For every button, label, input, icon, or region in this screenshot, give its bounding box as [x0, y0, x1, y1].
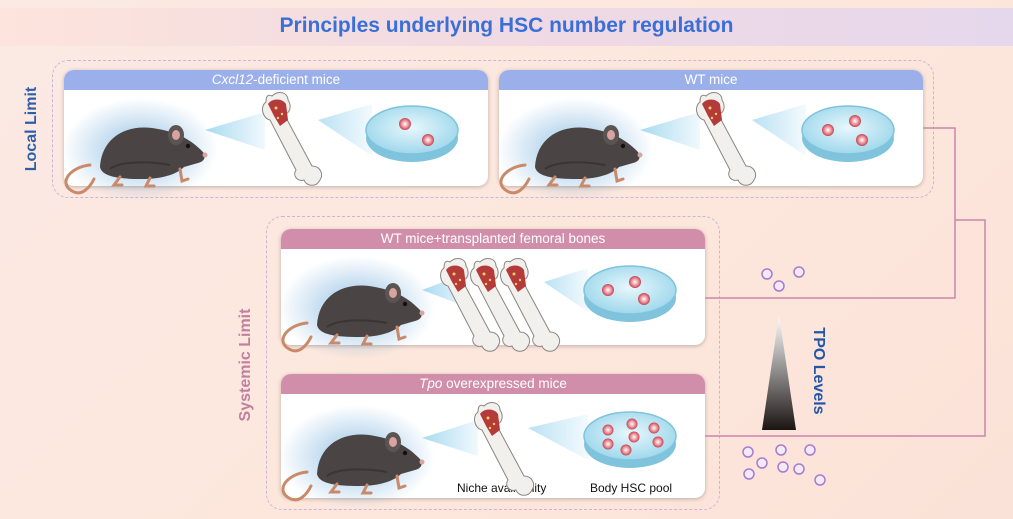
systemic-limit-group — [266, 216, 720, 510]
panel-header: WT mice — [499, 70, 923, 90]
panel-header: Tpo overexpressed mice — [281, 374, 705, 394]
panel-title-rest: -deficient mice — [253, 72, 341, 87]
body-hsc-pool-caption: Body HSC pool — [590, 481, 673, 495]
page-title: Principles underlying HSC number regulat… — [279, 14, 734, 37]
panel-header: Cxcl12-deficient mice — [64, 70, 488, 90]
local-limit-group — [52, 60, 934, 198]
title-banner — [0, 8, 1013, 46]
gene-name-tpo: Tpo — [419, 376, 443, 391]
gene-name-cxcl12: Cxcl12 — [211, 72, 254, 87]
panel-header: WT mice+transplanted femoral bones — [281, 229, 705, 249]
panel-title-rest: overexpressed mice — [442, 376, 567, 391]
